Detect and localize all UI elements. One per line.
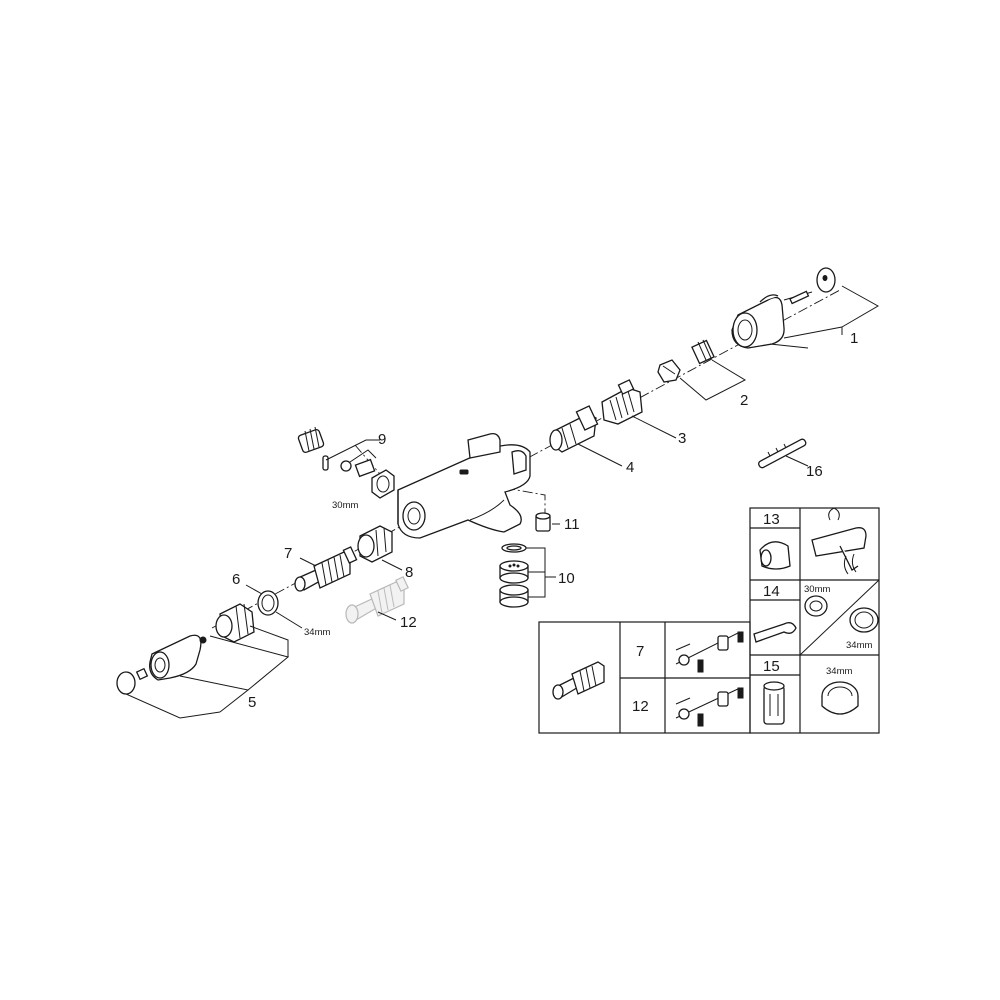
part-11-nipple <box>535 512 551 532</box>
legend-variant-12: 12 <box>632 698 649 715</box>
legend-tool-14-ring-size: 34mm <box>846 640 872 651</box>
label-part-11: 11 <box>564 516 580 533</box>
legend-tool-14: 14 <box>763 583 780 600</box>
part-6-ring <box>257 590 279 616</box>
part-3-thermostatic-cartridge <box>601 379 643 425</box>
leader-16 <box>785 455 809 467</box>
label-part-2: 2 <box>740 392 748 409</box>
part-5-diverter-handle <box>116 603 255 695</box>
leader-5 <box>209 635 290 691</box>
tools-legend-box <box>749 507 880 734</box>
part-10-aerator-set <box>499 543 529 608</box>
legend-tool-13: 13 <box>763 511 780 528</box>
label-part-1: 1 <box>850 330 858 347</box>
label-part-5: 5 <box>248 694 256 711</box>
dimension-34mm: 34mm <box>304 627 330 638</box>
part-16-grease <box>758 438 807 469</box>
leader-3 <box>631 415 677 439</box>
leader-7 <box>299 557 317 567</box>
part-7-spindle <box>294 546 358 592</box>
part-2-temperature-stop <box>657 339 715 383</box>
leader-1 <box>841 285 880 328</box>
leader-9 <box>325 439 380 461</box>
label-part-4: 4 <box>626 459 634 476</box>
leader-4 <box>577 443 623 467</box>
mixer-body <box>397 432 531 539</box>
label-part-7: 7 <box>284 545 292 562</box>
part-4-diverter-cartridge <box>549 405 599 453</box>
dimension-30mm: 30mm <box>332 500 358 511</box>
variant-legend-box <box>538 621 751 734</box>
label-part-6: 6 <box>232 571 240 588</box>
part-1-thermostat-handle <box>731 267 836 349</box>
label-part-8: 8 <box>405 564 413 581</box>
part-8-union-nut <box>357 525 393 563</box>
legend-tool-15-ring-size: 34mm <box>826 666 852 677</box>
leader-8 <box>381 559 403 571</box>
label-part-9: 9 <box>378 431 386 448</box>
label-part-3: 3 <box>678 430 686 447</box>
leader-12 <box>377 611 397 621</box>
label-part-12: 12 <box>400 614 417 631</box>
legend-variant-7: 7 <box>636 643 644 660</box>
legend-tool-14-nut-size: 30mm <box>804 584 830 595</box>
legend-tool-15: 15 <box>763 658 780 675</box>
part-12-spindle-alternative <box>345 576 409 624</box>
label-part-16: 16 <box>806 463 823 480</box>
leader-2 <box>679 359 747 401</box>
leader-6 <box>245 584 263 595</box>
label-part-10: 10 <box>558 570 575 587</box>
part-9-check-valve-set <box>297 426 395 499</box>
